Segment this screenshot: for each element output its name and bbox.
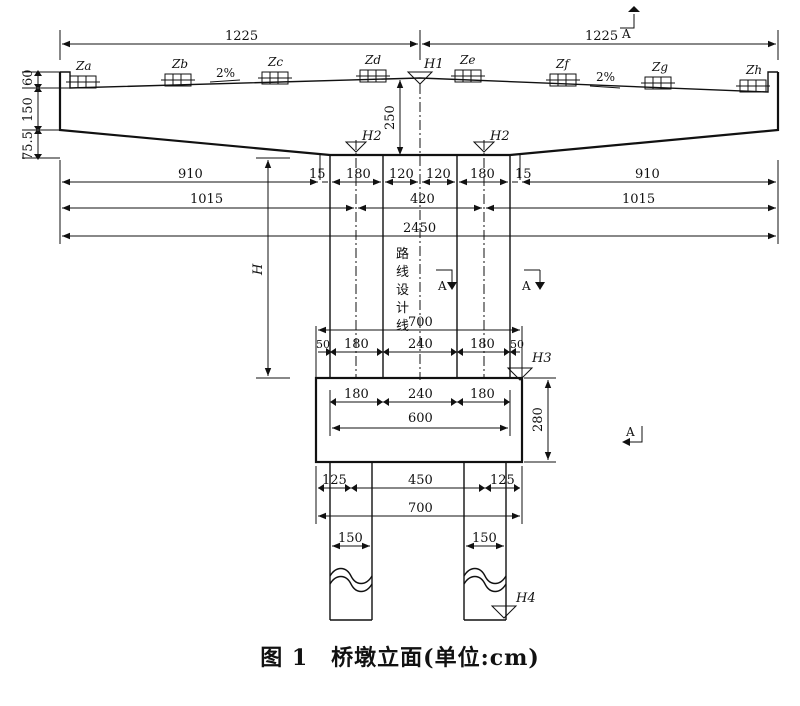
svg-text:线: 线	[396, 265, 409, 280]
dim-700-pile: 700	[408, 501, 433, 516]
dim-150-left: 150	[338, 531, 363, 546]
dim-180-e: 180	[344, 387, 369, 402]
dim-row-1: 910 15 180 120 120 180 15 910	[59, 160, 779, 244]
dim-250: 250	[383, 105, 398, 130]
dim-15-right: 15	[515, 167, 532, 182]
dim-150: 150	[21, 97, 36, 122]
bearing-label-zh: Zh	[745, 63, 762, 77]
bearing-label-za: Za	[75, 59, 92, 73]
dim-50-left: 50	[316, 338, 330, 351]
dim-240-b: 240	[408, 387, 433, 402]
dim-240-a: 240	[408, 337, 433, 352]
dim-2450: 2450	[403, 221, 436, 236]
bearing-label-zg: Zg	[651, 60, 668, 74]
svg-text:H2: H2	[361, 129, 382, 144]
dim-row-2: 1015 420 1015	[62, 192, 776, 212]
dim-cap-height: 280	[524, 377, 556, 463]
svg-text:H3: H3	[531, 351, 552, 366]
dim-180-d: 180	[470, 337, 495, 352]
dim-1225-left: 1225	[225, 29, 258, 44]
elevation-h4: H4	[490, 591, 536, 619]
dim-column-height: H	[251, 157, 290, 379]
dim-180-a: 180	[346, 167, 371, 182]
dim-120-b: 120	[426, 167, 451, 182]
svg-text:H1: H1	[423, 57, 444, 72]
section-mark-right: A	[622, 425, 643, 446]
svg-text:A: A	[625, 425, 635, 439]
dim-125-right: 125	[490, 473, 515, 488]
svg-text:A: A	[621, 27, 631, 41]
bearing-label-ze: Ze	[459, 53, 475, 67]
dim-700-top: 700	[408, 315, 433, 330]
svg-text:路: 路	[396, 246, 409, 262]
dim-total: 2450	[62, 221, 776, 240]
elevation-h2-left: H2	[344, 129, 382, 153]
dim-1015-left: 1015	[190, 192, 223, 207]
elevation-h1: H1	[406, 57, 444, 85]
svg-text:A: A	[521, 279, 531, 293]
slope-marks: 2% 2%	[209, 66, 621, 89]
svg-text:设: 设	[396, 283, 409, 298]
pile-cap: 180 240 180 600	[314, 376, 524, 464]
elevation-h3: H3	[506, 351, 552, 381]
svg-text:A: A	[437, 279, 447, 293]
bearing-label-zb: Zb	[171, 57, 188, 71]
dim-180-f: 180	[470, 387, 495, 402]
elevation-h2-right: H2	[472, 129, 510, 153]
svg-text:计: 计	[396, 301, 409, 316]
dim-120-a: 120	[389, 167, 414, 182]
dim-180-c: 180	[344, 337, 369, 352]
dim-150-right: 150	[472, 531, 497, 546]
section-mark-top: A	[620, 6, 640, 41]
dim-910-left: 910	[178, 167, 203, 182]
dim-left-heights: 60 150 75.5	[21, 69, 70, 160]
bearing-label-zd: Zd	[364, 53, 381, 67]
section-mark-mid: A A	[436, 269, 545, 293]
dim-1225-right: 1225	[585, 29, 618, 44]
dim-column-group: 700 50 180 240 180 50	[315, 315, 524, 378]
bearing-label-zf: Zf	[555, 57, 571, 71]
dim-60: 60	[21, 69, 36, 86]
dim-125-left: 125	[322, 473, 347, 488]
slope-left: 2%	[216, 66, 235, 80]
dim-910-right: 910	[635, 167, 660, 182]
svg-text:H: H	[251, 263, 266, 276]
dim-1015-right: 1015	[622, 192, 655, 207]
dim-600: 600	[408, 411, 433, 426]
dim-15-left: 15	[309, 167, 326, 182]
bearing-pads: Za Zb Zc Zd Ze Zf Zg Zh	[66, 53, 770, 93]
cap-beam	[58, 71, 780, 157]
dim-top: 1225 1225	[59, 29, 779, 60]
slope-right: 2%	[596, 70, 615, 84]
svg-text:H4: H4	[515, 591, 536, 606]
dim-180-b: 180	[470, 167, 495, 182]
dim-75-5: 75.5	[21, 131, 36, 160]
dim-beam-depth: 250	[383, 80, 404, 155]
bearing-label-zc: Zc	[267, 55, 283, 69]
dim-piles: 125 450 125 700 150 150	[315, 466, 523, 550]
dim-50-right: 50	[510, 338, 524, 351]
svg-text:H2: H2	[489, 129, 510, 144]
dim-280: 280	[531, 407, 546, 432]
dim-450: 450	[408, 473, 433, 488]
figure-caption: 图 1 桥墩立面(单位:cm)	[260, 645, 540, 671]
dim-420: 420	[410, 192, 435, 207]
